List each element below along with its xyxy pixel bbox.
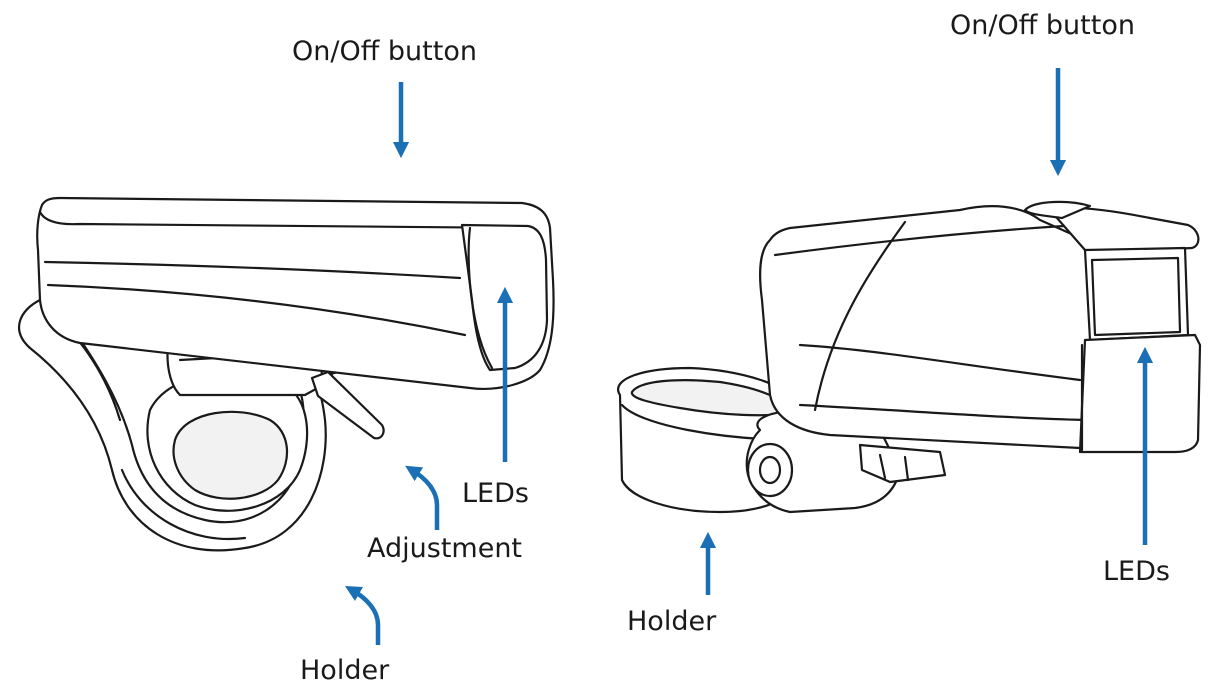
left-adjustment-lever xyxy=(310,370,385,440)
label-right-leds: LEDs xyxy=(1103,556,1170,587)
arrow-left-adjustment xyxy=(405,465,440,530)
annotation-arrows xyxy=(344,68,1154,645)
right-led-bottom xyxy=(1078,333,1202,454)
right-led-lens xyxy=(1090,256,1182,337)
right-light-illustration xyxy=(617,200,1202,514)
left-strap-hole xyxy=(172,410,289,500)
arrow-left-holder xyxy=(344,585,381,645)
label-right-holder: Holder xyxy=(627,606,717,637)
label-left-adjustment: Adjustment xyxy=(367,533,523,564)
label-left-holder: Holder xyxy=(300,655,390,686)
label-right-on-off: On/Off button xyxy=(950,10,1135,41)
label-left-leds: LEDs xyxy=(462,478,529,509)
label-left-on-off: On/Off button xyxy=(292,36,477,67)
right-clamp-arm xyxy=(858,443,947,484)
left-body xyxy=(36,196,555,390)
right-on-off-button xyxy=(1023,200,1092,220)
